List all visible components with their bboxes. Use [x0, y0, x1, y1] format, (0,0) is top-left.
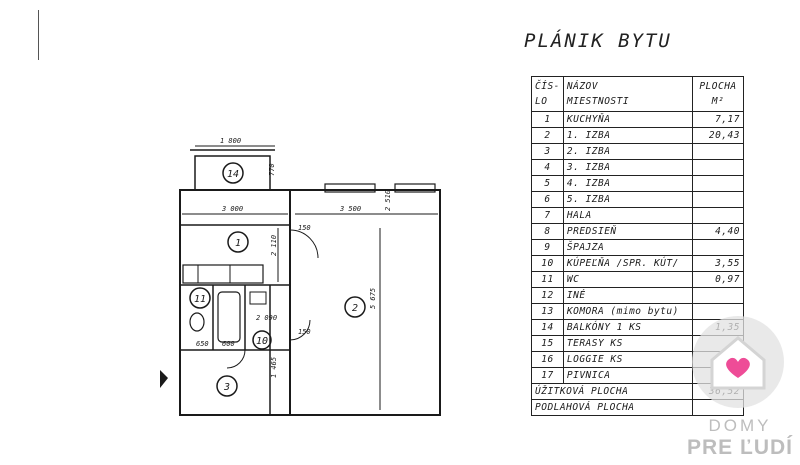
floor-area-label: PODLAHOVÁ PLOCHA: [531, 399, 693, 416]
house-heart-icon: [710, 336, 766, 390]
document-title: PLÁNIK BYTU: [524, 30, 672, 52]
dimension-label: 650: [196, 340, 209, 348]
arrow-marker: [160, 370, 168, 388]
watermark-brand-line2: PRE ĽUDÍ: [686, 436, 793, 459]
header-number: ČÍS- LO: [531, 76, 564, 112]
dimension-label: 1 800: [220, 137, 241, 145]
header-area: PLOCHA M²: [692, 76, 744, 112]
dimension-label: 2 510: [384, 190, 392, 211]
dimension-label: 770: [268, 163, 276, 176]
room-number: 3: [223, 382, 230, 393]
dimension-label: 600: [222, 340, 235, 348]
room-circle-2: [344, 296, 366, 318]
room-circle-11: [189, 287, 211, 309]
room-circle-1: [227, 231, 249, 253]
dimension-label: 150: [298, 224, 311, 232]
room-circle-3: [216, 375, 238, 397]
dimension-label: 5 675: [369, 288, 377, 309]
table-header-row: ČÍS- LO NÁZOV MIESTNOSTI PLOCHA M²: [531, 76, 744, 112]
plan-outer-wall: [179, 189, 441, 416]
balcony-outline: [194, 155, 271, 191]
header-room-name: NÁZOV MIESTNOSTI: [562, 76, 694, 112]
room-number: 11: [194, 294, 206, 305]
room-number: 2: [352, 303, 358, 314]
usable-area-label: ÚŽITKOVÁ PLOCHA: [531, 383, 693, 400]
dimension-label: 150: [298, 328, 311, 336]
dimension-label: 2 110: [270, 235, 278, 256]
dimension-label: 1 465: [270, 357, 278, 378]
room-number: 10: [256, 336, 268, 347]
room-number: 1: [235, 238, 241, 249]
dimension-label: 3 500: [339, 205, 361, 213]
dimension-label: 2 090: [256, 314, 277, 322]
room-circle-14: [222, 162, 244, 184]
scan-edge-line: [38, 10, 39, 60]
watermark-brand-line1: DOMY: [708, 416, 772, 435]
room-circle-10: [252, 330, 272, 350]
room-number: 14: [227, 169, 239, 180]
dimension-label: 3 000: [221, 205, 243, 213]
agency-watermark: DOMY PRE ĽUDÍ: [680, 312, 800, 465]
floor-plan-drawing: 14 1 2 11 10 3 1 800 3 000 3 500 2 110 5…: [160, 137, 441, 416]
